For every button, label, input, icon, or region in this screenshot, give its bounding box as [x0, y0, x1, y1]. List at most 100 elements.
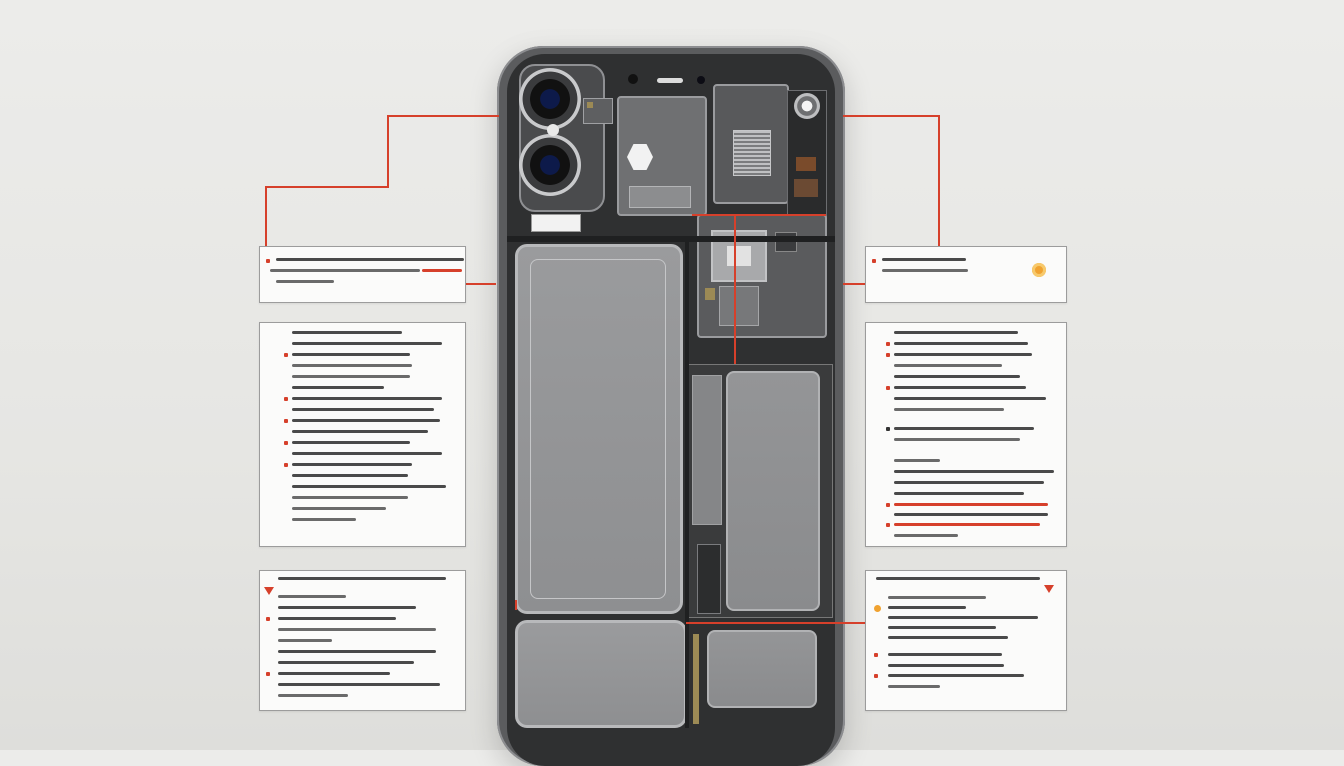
text-line	[894, 342, 1028, 345]
flag-icon	[264, 587, 274, 595]
vertical-frame-rail	[685, 238, 689, 728]
text-line	[278, 639, 332, 642]
bullet-icon	[284, 397, 288, 401]
text-line	[292, 441, 410, 444]
bullet-icon	[886, 427, 890, 431]
text-line	[292, 397, 442, 400]
vent-grille	[733, 130, 771, 176]
text-line	[292, 463, 412, 466]
taptic-engine	[707, 630, 817, 708]
callout-line	[692, 214, 826, 216]
power-ic	[719, 286, 759, 326]
text-line	[278, 606, 416, 609]
board-contact	[705, 288, 715, 300]
text-line	[278, 577, 446, 580]
text-line	[894, 408, 1004, 411]
text-line	[888, 636, 1008, 639]
bullet-icon	[872, 259, 876, 263]
flex-connector	[796, 157, 816, 171]
exploded-phone-diagram	[259, 46, 1067, 766]
flag-icon	[1044, 585, 1054, 593]
phone-chassis	[497, 46, 845, 766]
bullet-icon	[886, 386, 890, 390]
text-line	[894, 331, 1018, 334]
text-line	[888, 674, 1024, 677]
bullet-icon	[886, 353, 890, 357]
text-line	[894, 513, 1048, 516]
text-line	[292, 408, 434, 411]
connector-pad	[587, 102, 593, 108]
text-line	[278, 694, 348, 697]
text-line	[276, 258, 464, 261]
bullet-icon	[886, 523, 890, 527]
text-line	[894, 523, 1040, 526]
text-line	[894, 375, 1020, 378]
card-left-1	[259, 246, 466, 303]
text-line	[276, 280, 334, 283]
bullet-icon	[266, 259, 270, 263]
text-line	[292, 331, 402, 334]
callout-line	[265, 186, 267, 246]
upper-shield-plate	[617, 96, 707, 216]
text-line	[278, 650, 436, 653]
bullet-icon	[284, 419, 288, 423]
text-line	[292, 342, 442, 345]
text-line	[894, 492, 1024, 495]
text-line	[278, 595, 346, 598]
text-line	[894, 481, 1044, 484]
text-line	[292, 419, 440, 422]
text-line	[882, 258, 966, 261]
text-line	[894, 364, 1002, 367]
text-line	[292, 386, 384, 389]
callout-line	[734, 214, 736, 364]
text-line	[888, 596, 986, 599]
callout-line	[387, 115, 499, 117]
card-left-3	[259, 570, 466, 711]
hex-screw-icon	[627, 144, 653, 170]
camera-lens-ultrawide-icon	[519, 134, 581, 196]
text-line	[894, 438, 1020, 441]
card-right-2	[865, 322, 1067, 547]
bullet-icon	[874, 653, 878, 657]
text-line	[888, 685, 940, 688]
bullet-icon	[886, 342, 890, 346]
battery-inner-frame	[530, 259, 666, 599]
bullet-icon	[284, 463, 288, 467]
side-rail-cell	[692, 375, 722, 525]
text-line	[894, 427, 1034, 430]
main-battery	[515, 244, 683, 614]
text-line	[888, 664, 1004, 667]
text-line	[894, 503, 1048, 506]
text-line	[292, 452, 442, 455]
bullet-icon	[266, 617, 270, 621]
camera-label-plate	[531, 214, 581, 232]
front-camera-dot	[697, 76, 705, 84]
text-line	[292, 507, 386, 510]
mid-frame-rail	[507, 236, 835, 242]
text-line	[270, 269, 420, 272]
memory-chip	[775, 232, 797, 252]
front-sensor-dot	[628, 74, 638, 84]
warning-badge-icon	[1032, 263, 1046, 277]
text-line	[292, 364, 412, 367]
card-right-3	[865, 570, 1067, 711]
text-line	[894, 397, 1046, 400]
face-id-bracket	[713, 84, 789, 204]
text-line	[888, 653, 1002, 656]
lower-battery-cell	[515, 620, 687, 728]
text-line	[888, 626, 996, 629]
text-line	[894, 353, 1032, 356]
flash-icon	[547, 124, 559, 136]
text-line	[882, 269, 968, 272]
text-line	[888, 606, 966, 609]
text-line	[278, 672, 390, 675]
callout-line	[843, 283, 865, 285]
bullet-icon	[874, 674, 878, 678]
text-line-highlight	[422, 269, 462, 272]
text-line	[292, 518, 356, 521]
phone-interior	[507, 54, 835, 766]
text-line	[888, 616, 1038, 619]
bullet-icon	[886, 503, 890, 507]
text-line	[894, 470, 1054, 473]
text-line	[292, 353, 410, 356]
